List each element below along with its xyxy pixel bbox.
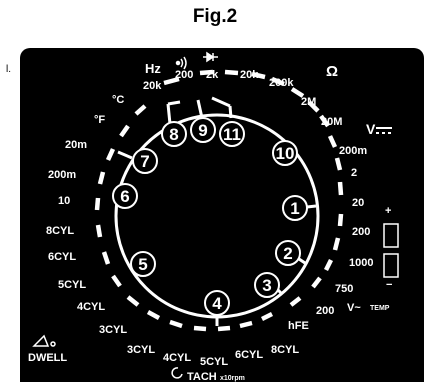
dcv-label: V	[366, 121, 376, 137]
range-label: 4CYL	[163, 352, 191, 364]
range-label: 20	[352, 197, 364, 209]
range-label: 200k	[269, 77, 294, 89]
range-label: 6CYL	[235, 349, 263, 361]
range-label: 2M	[301, 96, 316, 108]
dwell-label: DWELL	[28, 352, 67, 364]
range-label: 5CYL	[200, 356, 228, 368]
callout-number: 8	[169, 125, 178, 144]
section-labels: Hz Ω V V~ TEMP °C °F hFE DWELL TACH x10r…	[28, 61, 392, 382]
range-label: 1000	[349, 257, 373, 269]
range-label: 3CYL	[127, 344, 155, 356]
callout-number: 5	[138, 255, 147, 274]
hz-label: Hz	[145, 61, 161, 76]
range-label: 20k	[240, 69, 259, 81]
range-label: 200	[316, 305, 334, 317]
tach-unit-label: x10rpm	[220, 375, 245, 382]
callout-number: 10	[276, 144, 295, 163]
diode-icon	[203, 51, 218, 63]
input-jack-icon	[383, 223, 399, 278]
range-label: 750	[335, 283, 353, 295]
acv-label: V~	[347, 302, 361, 314]
continuity-icon	[175, 56, 187, 70]
range-label: 10	[58, 195, 70, 207]
dwell-angle-icon	[32, 334, 56, 347]
range-labels: 20k 200 2k 20k 200k 2M 20M 200m 2 20 200…	[46, 69, 373, 368]
callout-number: 11	[223, 125, 241, 144]
figure-title: Fig.2	[192, 6, 238, 27]
range-label: 200m	[339, 145, 367, 157]
callout-number: 6	[120, 187, 129, 206]
callout-number: 1	[290, 199, 299, 218]
range-label: 200	[175, 69, 193, 81]
range-label: 2	[351, 167, 357, 179]
range-label: 20k	[143, 80, 162, 92]
tach-label: TACH	[187, 371, 217, 382]
tach-pickup-icon	[171, 367, 183, 379]
range-label: 4CYL	[77, 301, 105, 313]
multimeter-dial-panel: 20k 200 2k 20k 200k 2M 20M 200m 2 20 200…	[20, 48, 424, 382]
range-label: 200	[352, 226, 370, 238]
range-label: 200m	[48, 169, 76, 181]
callout-number: 3	[262, 276, 271, 295]
range-label: 8CYL	[271, 344, 299, 356]
range-label: 20m	[65, 139, 87, 151]
range-label: 6CYL	[48, 251, 76, 263]
temp-label: TEMP	[370, 305, 390, 312]
range-label: 2k	[206, 69, 219, 81]
dc-voltage-bars-icon	[376, 127, 392, 134]
range-label: 20M	[321, 116, 342, 128]
celsius-label: °C	[112, 94, 124, 106]
range-tick-marks	[94, 69, 344, 332]
fahrenheit-label: °F	[94, 114, 105, 126]
ohm-label: Ω	[326, 63, 338, 80]
callout-numbers: 1 2 3 4 5 6 7 8 9 11 10	[120, 121, 299, 313]
rotary-dial-diagram: 20k 200 2k 20k 200k 2M 20M 200m 2 20 200…	[28, 51, 399, 382]
callout-leader-lines	[117, 96, 317, 326]
range-label: 5CYL	[58, 279, 86, 291]
range-label: 3CYL	[99, 324, 127, 336]
callout-number: 9	[198, 121, 207, 140]
callout-number: 2	[283, 244, 292, 263]
range-label: 8CYL	[46, 225, 74, 237]
plus-label: +	[385, 205, 391, 217]
callout-number: 4	[212, 294, 222, 313]
hfe-label: hFE	[288, 320, 309, 332]
callout-markers	[112, 117, 308, 316]
callout-number: 7	[140, 152, 149, 171]
stray-mark: l.	[6, 64, 11, 75]
minus-label: −	[386, 279, 392, 291]
